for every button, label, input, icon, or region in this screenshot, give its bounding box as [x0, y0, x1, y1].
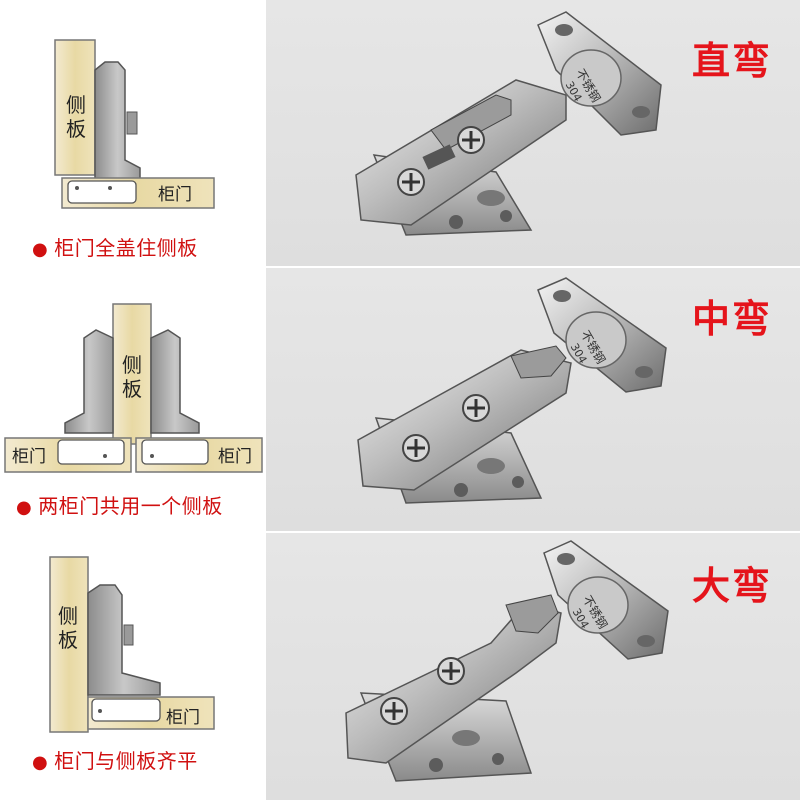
bullet-icon: ●	[16, 497, 33, 518]
side-label-bottom: 板	[66, 117, 86, 141]
hinge-type-label: 中弯	[692, 297, 773, 341]
inset-diagram: 侧 板 柜门	[49, 556, 215, 733]
photo-panel-inset: 不锈钢 304 大弯	[266, 533, 800, 800]
hinge-cup-left	[57, 439, 125, 465]
diagram-panel-inset: 侧 板 柜门 ●柜门与侧板齐平	[0, 533, 266, 800]
side-panel	[49, 556, 89, 733]
side-label-bottom: 板	[122, 377, 142, 401]
caption: ●柜门全盖住侧板	[32, 236, 198, 260]
hinge-profile-right	[150, 329, 200, 434]
hinge-photo-medium: 不锈钢 304	[357, 277, 667, 504]
hinge-cup	[67, 180, 137, 204]
side-label-top: 侧	[66, 93, 86, 117]
side-label-bottom: 板	[58, 628, 78, 652]
hinge-cup-right	[141, 439, 209, 465]
hinge-cup	[91, 698, 161, 722]
row-inset: 侧 板 柜门 ●柜门与侧板齐平	[0, 533, 800, 800]
side-panel	[54, 39, 96, 176]
hinge-screw	[126, 111, 138, 135]
row-divider	[0, 531, 800, 534]
photo-panel-half-overlay: 不锈钢 304 中弯	[266, 268, 800, 533]
half-overlay-diagram: 侧 板 柜门 柜门	[4, 303, 263, 473]
door-label-right: 柜门	[218, 447, 252, 467]
bullet-icon: ●	[32, 752, 49, 773]
door-label: 柜门	[166, 708, 200, 728]
side-label-top: 侧	[58, 604, 78, 628]
hinge-type-label: 直弯	[692, 39, 773, 83]
full-overlay-diagram: 侧 板 柜门	[54, 39, 215, 209]
bullet-icon: ●	[32, 239, 49, 260]
hinge-photo-straight: 不锈钢 304	[355, 11, 662, 236]
hinge-profile	[87, 584, 161, 696]
photo-panel-full-overlay: 不锈钢 304 直弯	[266, 0, 800, 268]
caption: ●两柜门共用一个侧板	[16, 494, 223, 518]
diagram-panel-full-overlay: 侧 板 柜门 ●柜门全盖住侧板	[0, 0, 266, 268]
hinge-profile-left	[64, 329, 114, 434]
door-label-left: 柜门	[12, 447, 46, 467]
caption: ●柜门与侧板齐平	[32, 749, 198, 773]
side-panel	[112, 303, 152, 445]
side-label-top: 侧	[122, 353, 142, 377]
diagram-panel-half-overlay: 侧 板 柜门 柜门 ●两柜门共用一个侧板	[0, 268, 266, 533]
row-half-overlay: 侧 板 柜门 柜门 ●两柜门共用一个侧板	[0, 268, 800, 533]
door-label: 柜门	[158, 185, 192, 205]
hinge-screw	[123, 624, 134, 646]
hinge-photo-large: 不锈钢 304	[345, 540, 669, 782]
hinge-type-label: 大弯	[692, 564, 773, 608]
row-divider	[0, 266, 800, 269]
row-full-overlay: 侧 板 柜门 ●柜门全盖住侧板	[0, 0, 800, 268]
